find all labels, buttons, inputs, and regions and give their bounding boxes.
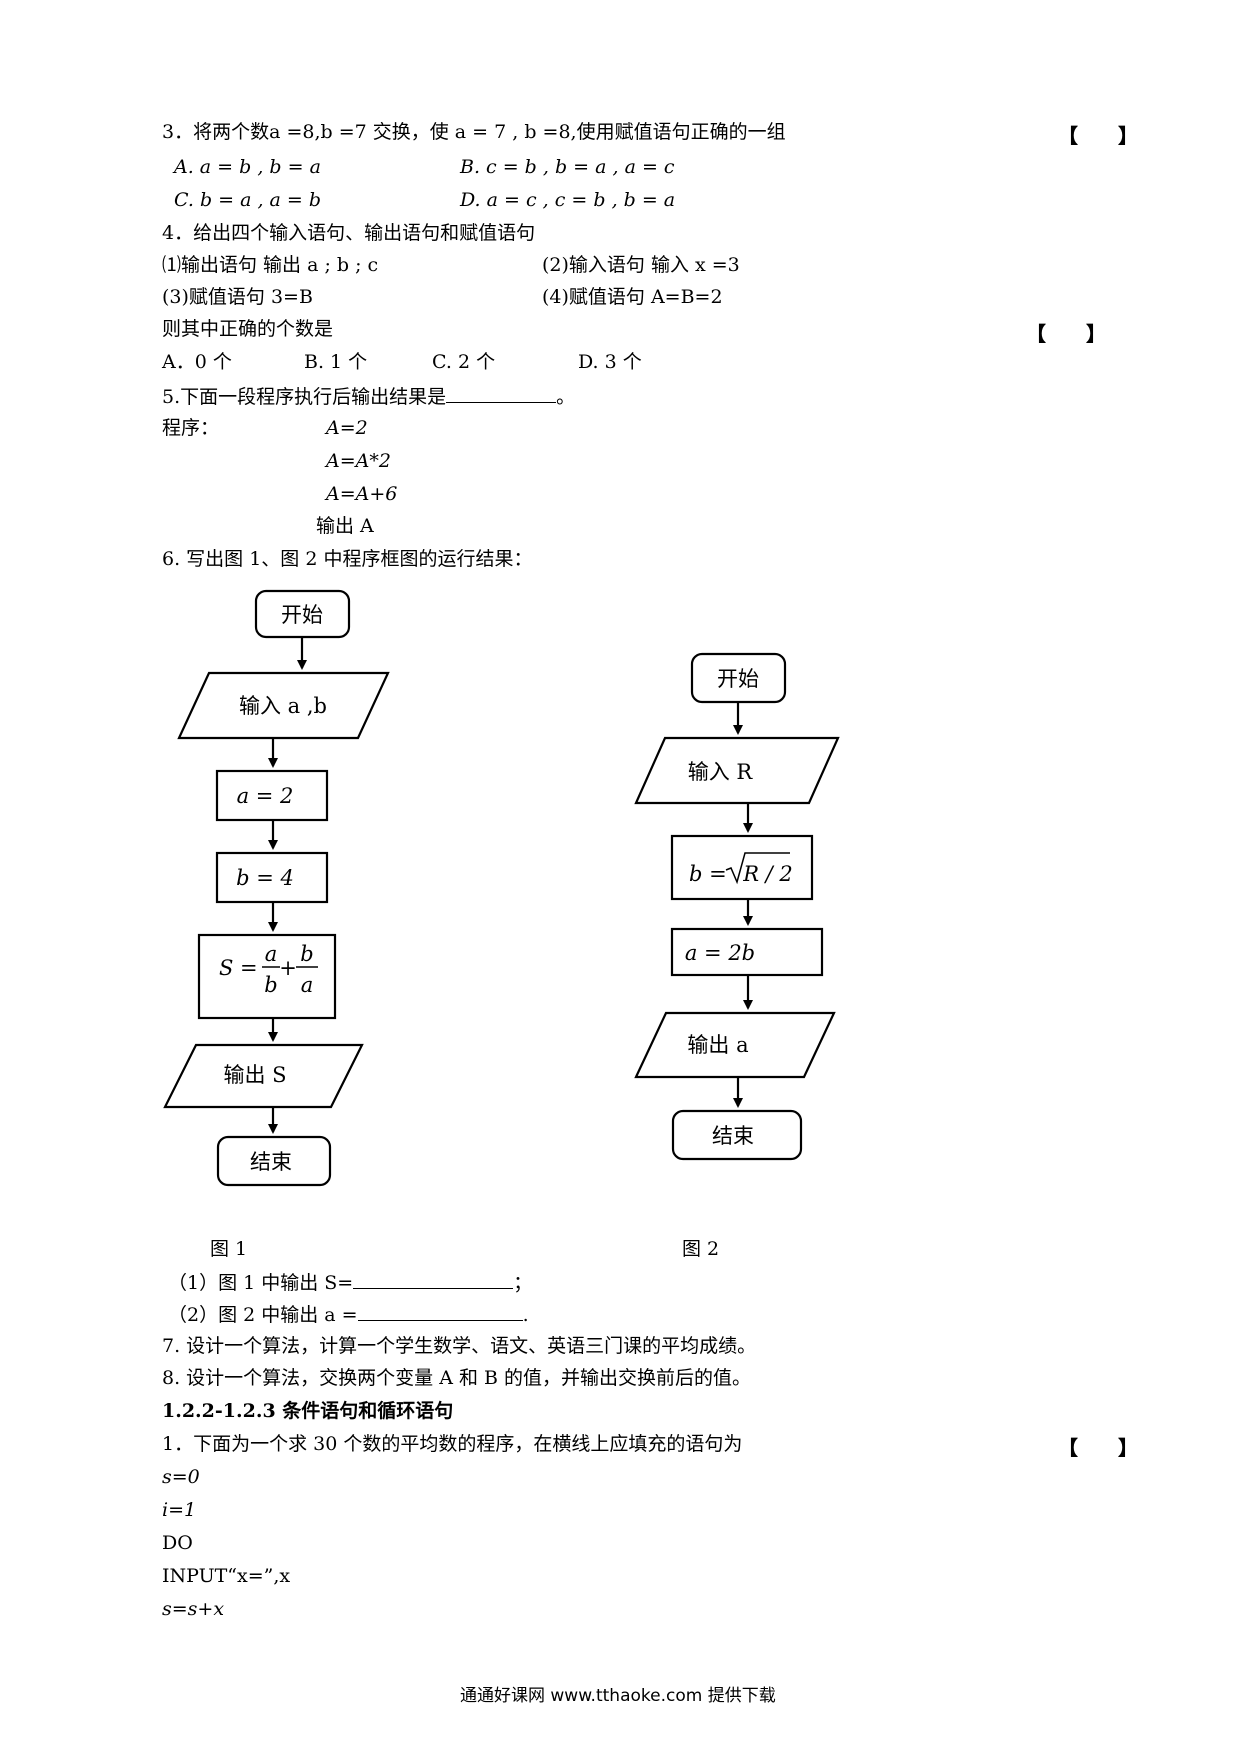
fig1-frac2-denominator: a: [301, 973, 314, 997]
q6-answer-2: （2）图 2 中输出 a =.: [168, 1302, 529, 1327]
q4-option-c: C. 2 个: [432, 351, 496, 373]
q6-answer-2-blank[interactable]: [357, 1302, 523, 1321]
q8-text: 8. 设计一个算法，交换两个变量 A 和 B 的值，并输出交换前后的值。: [162, 1367, 752, 1389]
fig2-input-label: 输入 R: [688, 760, 754, 784]
figure-2-labels: 开始 输入 R b = R / 2 a = 2b 输出 a 结束: [685, 667, 793, 1148]
fig1-plus: +: [279, 956, 297, 980]
q3-option-d: D. a = c , c = b , b = a: [460, 189, 676, 211]
q6-answer-1-blank[interactable]: [353, 1270, 514, 1289]
q7-text: 7. 设计一个算法，计算一个学生数学、语文、英语三门课的平均成绩。: [162, 1335, 757, 1357]
fig2-end-label: 结束: [712, 1124, 754, 1148]
fig1-end-terminal: [216, 1135, 332, 1187]
q6-stem: 6. 写出图 1、图 2 中程序框图的运行结果：: [162, 548, 533, 570]
fig1-frac1-numerator: a: [265, 942, 278, 966]
page-footer: 通通好课网 www.tthaoke.com 提供下载: [460, 1686, 776, 1706]
q4-statement-1: ⑴输出语句 输出 a ; b ; c: [162, 254, 379, 276]
fig2-output-parallelogram: [634, 1011, 836, 1079]
fig2-start-label: 开始: [717, 667, 759, 691]
fig1-output-parallelogram: [163, 1043, 364, 1109]
flowcharts: 开始 输入 a ,b a = 2 b = 4 S = a b + b a 输出 …: [163, 589, 840, 1187]
q6-answer-1-text: （1）图 1 中输出 S=: [168, 1272, 354, 1294]
q5-answer-blank[interactable]: [446, 384, 557, 403]
q5-stem-text: 5.下面一段程序执行后输出结果是: [162, 386, 447, 408]
q4-statement-4: (4)赋值语句 A=B=2: [542, 286, 723, 308]
s1-stem: 1．下面为一个求 30 个数的平均数的程序，在横线上应填充的语句为: [162, 1433, 743, 1455]
q5-stem-end: 。: [556, 386, 576, 408]
q5-stem: 5.下面一段程序执行后输出结果是 。: [162, 384, 575, 409]
fig2-caption: 图 2: [682, 1238, 720, 1260]
q6-answer-2-text: （2）图 2 中输出 a =: [168, 1304, 358, 1326]
q4-option-d: D. 3 个: [578, 351, 642, 373]
fig2-output-label: 输出 a: [687, 1033, 748, 1057]
fig1-frac1-denominator: b: [264, 973, 277, 997]
q6-answer-1-end: ；: [513, 1272, 533, 1294]
fig2-input-parallelogram: [634, 736, 840, 805]
fig1-assign-b-label: b = 4: [236, 866, 294, 890]
q3-option-c: C. b = a , a = b: [174, 189, 322, 211]
q5-program-label: 程序：: [162, 417, 220, 439]
fig1-start-label: 开始: [281, 603, 323, 627]
fig1-formula-s: S =: [219, 956, 258, 980]
section-heading: 1.2.2-1.2.3 条件语句和循环语句: [162, 1400, 454, 1422]
q3-stem: 3．将两个数a =8,b =7 交换，使 a = 7 , b =8,使用赋值语句…: [162, 121, 786, 143]
q4-statement-3: (3)赋值语句 3=B: [162, 286, 313, 308]
q6-answer-2-end: .: [522, 1304, 529, 1326]
q4-answer-bracket: 【 】: [1026, 322, 1106, 346]
fig1-input-parallelogram: [177, 671, 390, 740]
q4-stem: 4．给出四个输入语句、输出语句和赋值语句: [162, 222, 536, 244]
q5-code-line-2: A=A*2: [326, 450, 391, 472]
fig2-end-terminal: [671, 1109, 803, 1161]
q4-statement-2: (2)输入语句 输入 x =3: [542, 254, 740, 276]
q5-code-line-1: A=2: [326, 417, 368, 439]
fig2-sqrt-sign: [725, 852, 790, 885]
s1-code-line-4: INPUT“x=”,x: [162, 1565, 291, 1587]
fig2-radicand: R / 2: [742, 862, 793, 886]
fig1-formula-box: [197, 933, 337, 1020]
fig2-formula-b: b =: [689, 862, 727, 886]
figure-1: [163, 589, 390, 1187]
fig1-end-label: 结束: [250, 1150, 292, 1174]
q5-code-line-3: A=A+6: [326, 483, 398, 505]
fig2-assign-label: a = 2b: [685, 941, 755, 965]
q5-code-line-4: 输出 A: [316, 515, 374, 537]
s1-code-line-5: s=s+x: [162, 1598, 225, 1620]
figure-1-labels: 开始 输入 a ,b a = 2 b = 4 S = a b + b a 输出 …: [219, 603, 327, 1174]
q4-option-b: B. 1 个: [304, 351, 368, 373]
fig2-formula-box: [670, 834, 814, 901]
s1-code-line-2: i=1: [162, 1499, 197, 1521]
s1-code-line-3: DO: [162, 1532, 193, 1554]
fig1-assign-a-label: a = 2: [237, 784, 294, 808]
q4-option-a: A．0 个: [162, 351, 232, 373]
q3-answer-bracket: 【 】: [1058, 124, 1138, 148]
s1-answer-bracket: 【 】: [1058, 1436, 1138, 1460]
fig1-caption: 图 1: [210, 1238, 248, 1260]
s1-code-line-1: s=0: [162, 1466, 200, 1488]
fig1-frac2-numerator: b: [300, 942, 313, 966]
q4-question: 则其中正确的个数是: [162, 318, 334, 340]
figure-2: [634, 652, 840, 1161]
fig1-output-label: 输出 S: [223, 1063, 286, 1087]
q3-option-b: B. c = b , b = a , a = c: [460, 156, 675, 178]
fig1-input-label: 输入 a ,b: [239, 694, 327, 718]
q3-option-a: A. a = b , b = a: [174, 156, 321, 178]
q6-answer-1: （1）图 1 中输出 S= ；: [168, 1270, 532, 1295]
